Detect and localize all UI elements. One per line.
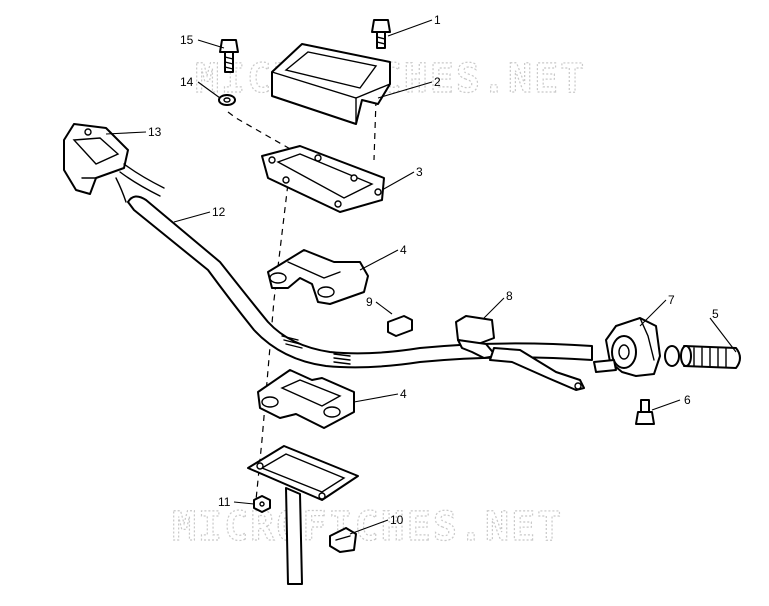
callout-12: 12 xyxy=(212,205,226,219)
callout-15: 15 xyxy=(180,33,194,47)
callout-7: 7 xyxy=(668,293,675,307)
callout-4-lower: 4 xyxy=(400,387,407,401)
steering-column xyxy=(247,445,359,585)
part-9-block xyxy=(387,315,413,337)
part-8-brake-lever xyxy=(455,315,585,391)
part-11-nut xyxy=(253,495,271,513)
callout-14: 14 xyxy=(180,75,194,89)
alignment-line-left xyxy=(227,111,293,501)
part-14-washer xyxy=(218,94,236,106)
callout-8: 8 xyxy=(506,289,513,303)
part-6-screw xyxy=(635,399,655,425)
part-4-upper-clamp xyxy=(267,249,369,305)
part-5-grip xyxy=(664,345,741,369)
part-4-lower-clamp xyxy=(257,369,355,429)
part-10-clip xyxy=(329,527,357,553)
callout-4-upper: 4 xyxy=(400,243,407,257)
callout-9: 9 xyxy=(366,295,373,309)
part-15-bolt xyxy=(219,39,239,73)
callout-13: 13 xyxy=(148,125,162,139)
watermark-bottom: MICROFICHES.NET xyxy=(172,504,563,550)
callout-11: 11 xyxy=(218,495,231,509)
alignment-line-right xyxy=(373,99,377,161)
callout-10: 10 xyxy=(390,513,404,527)
callout-2: 2 xyxy=(434,75,441,89)
part-3-plate xyxy=(261,145,385,213)
callout-3: 3 xyxy=(416,165,423,179)
part-2-cover xyxy=(271,43,391,125)
leader-lines xyxy=(105,19,737,535)
part-7-throttle xyxy=(593,317,661,377)
part-13-left-housing xyxy=(63,123,165,203)
callout-6: 6 xyxy=(684,393,691,407)
part-1-bolt xyxy=(371,19,391,49)
callout-5: 5 xyxy=(712,307,719,321)
part-12-handlebar xyxy=(127,195,593,369)
callout-1: 1 xyxy=(434,13,441,27)
